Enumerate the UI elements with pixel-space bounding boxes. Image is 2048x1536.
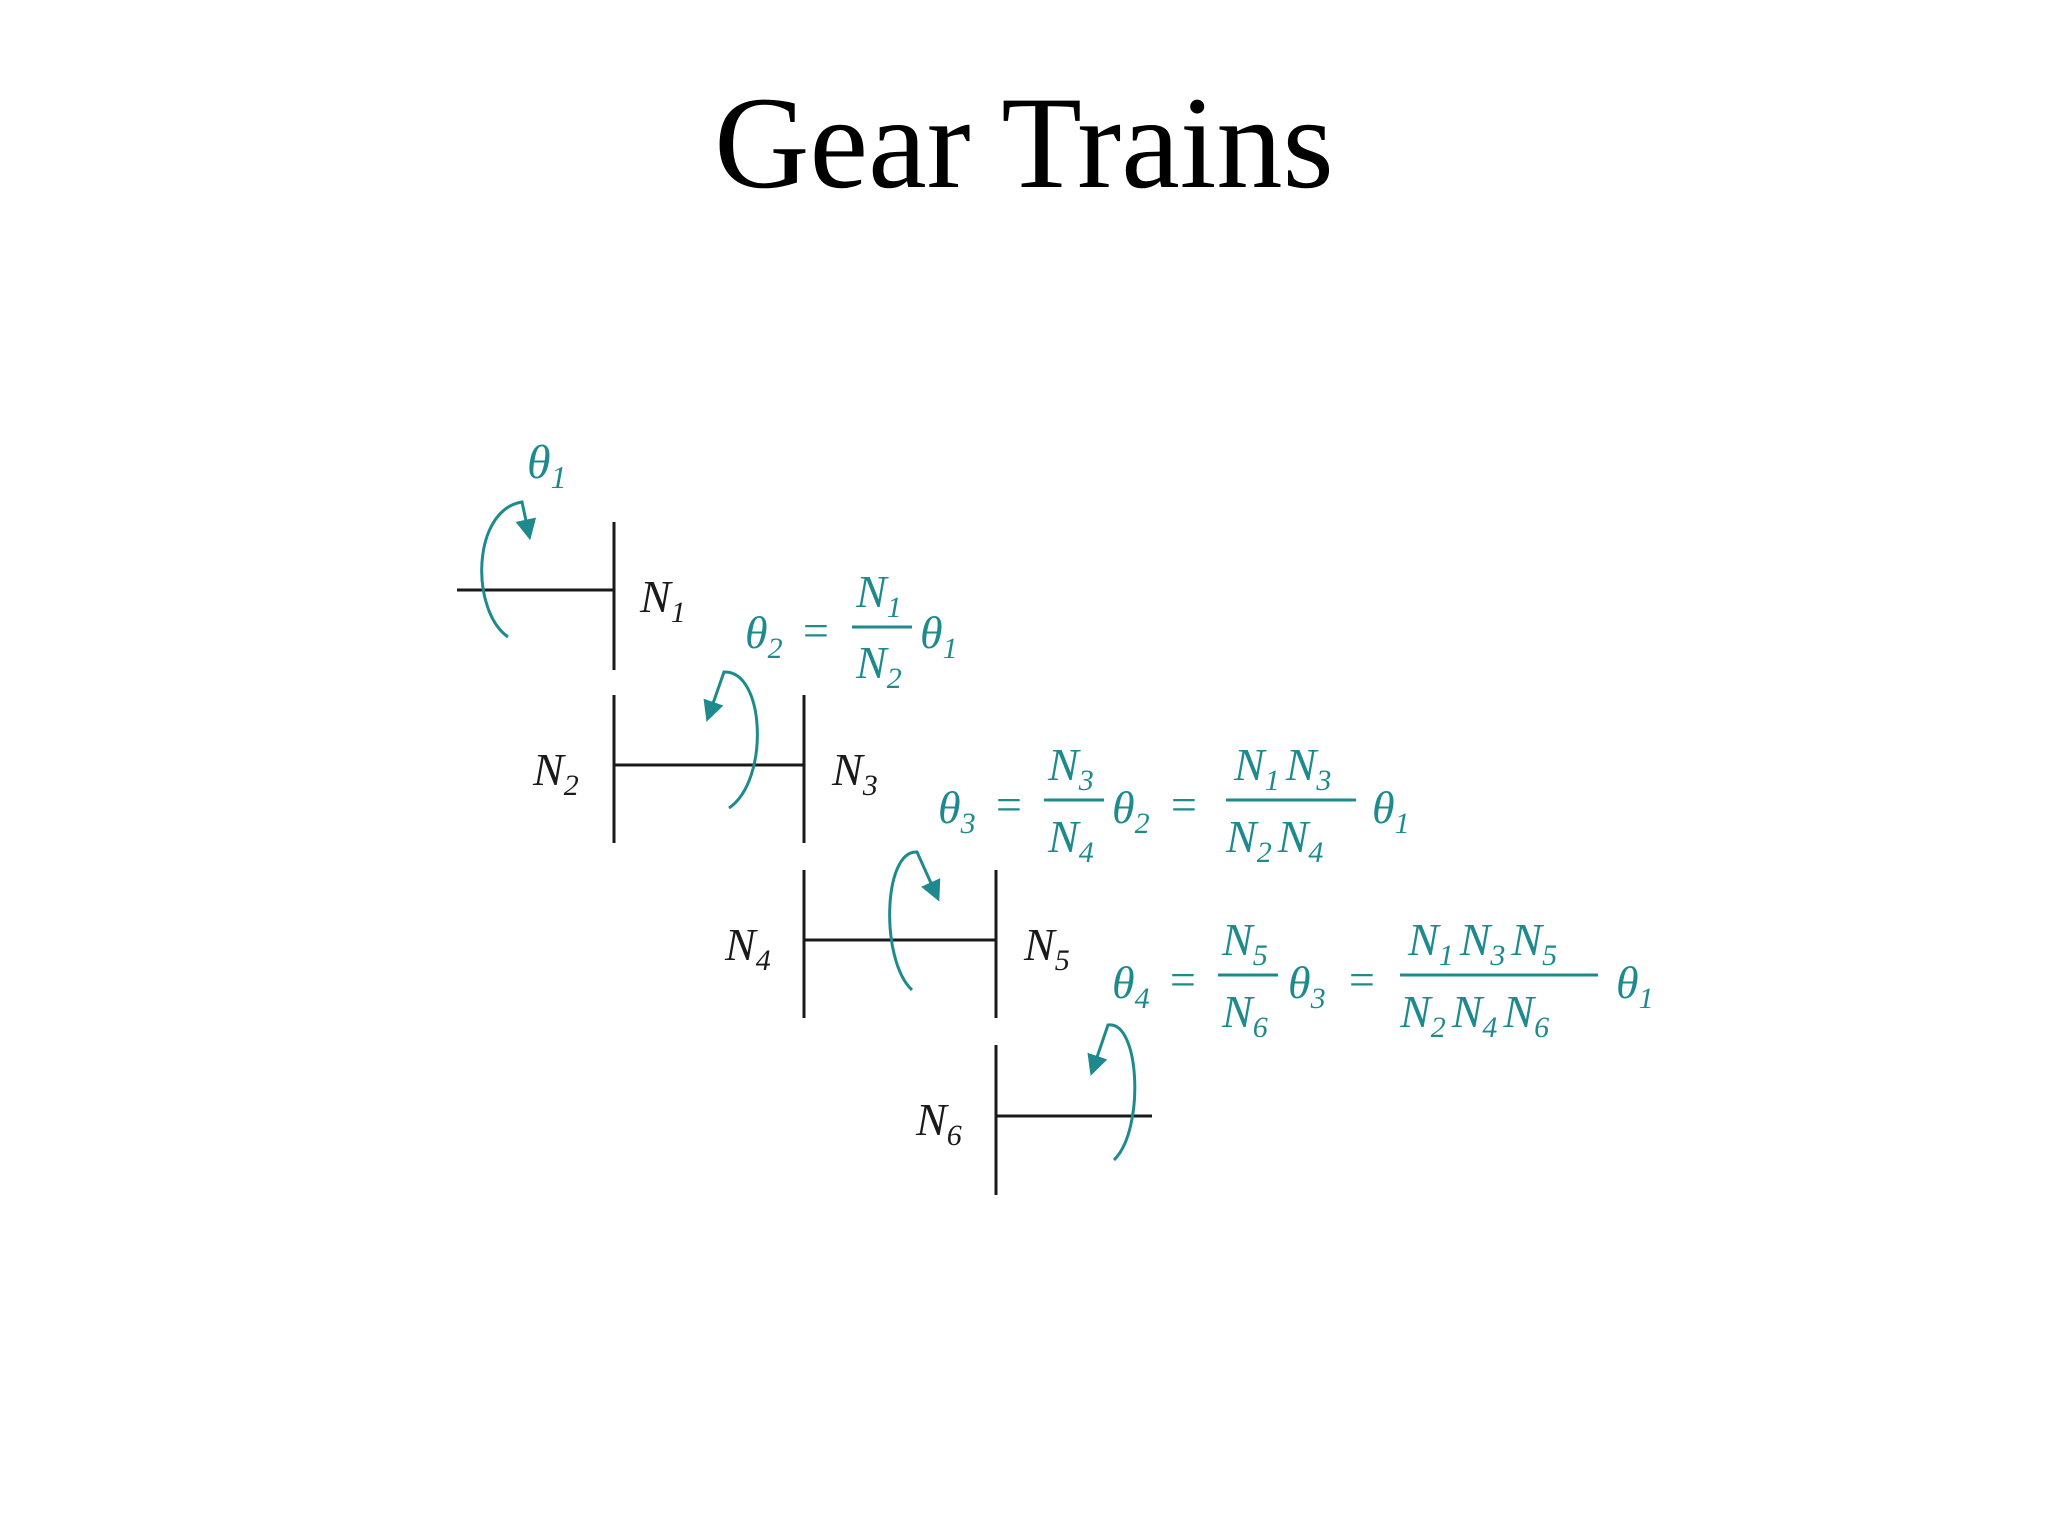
gear-lines <box>457 522 1152 1195</box>
svg-text:=: = <box>1168 779 1199 830</box>
svg-text:N4: N4 <box>1047 811 1094 869</box>
svg-text:N3: N3 <box>1047 739 1094 797</box>
svg-text:θ1: θ1 <box>920 607 958 665</box>
gear-n3-label: N3 <box>831 744 878 802</box>
rotation-arrow-1-icon <box>480 500 537 639</box>
gear-n4-label: N4 <box>724 919 771 977</box>
svg-text:=: = <box>993 779 1024 830</box>
svg-text:θ1: θ1 <box>1372 782 1410 840</box>
svg-text:=: = <box>800 605 831 656</box>
rotation-arrow-3-icon <box>888 850 941 992</box>
svg-text:θ4: θ4 <box>1112 957 1150 1015</box>
gear-n2-label: N2 <box>532 744 579 802</box>
theta-1-label: θ1 <box>527 436 567 495</box>
svg-text:=: = <box>1167 954 1198 1005</box>
gear-labels: N1 N2 N3 N4 N5 N6 <box>532 571 1070 1152</box>
svg-text:θ2: θ2 <box>1112 782 1150 840</box>
svg-text:=: = <box>1346 954 1377 1005</box>
svg-text:θ3: θ3 <box>938 782 976 840</box>
svg-text:N5: N5 <box>1221 914 1268 972</box>
rotation-arrows <box>480 500 1137 1162</box>
gear-n1-label: N1 <box>639 571 686 629</box>
equation-theta-2: θ2 = N1 N2 θ1 <box>745 566 958 695</box>
rotation-arrow-2-icon <box>703 670 759 810</box>
svg-text:N6: N6 <box>1221 986 1268 1044</box>
gear-n5-label: N5 <box>1023 919 1070 977</box>
svg-text:θ2: θ2 <box>745 607 783 665</box>
svg-text:θ3: θ3 <box>1288 957 1326 1015</box>
gear-n6-label: N6 <box>915 1094 962 1152</box>
svg-text:N2: N2 <box>855 637 902 695</box>
rotation-arrow-4-icon <box>1087 1023 1137 1162</box>
slide-title: Gear Trains <box>714 69 1334 216</box>
svg-text:θ1: θ1 <box>1616 957 1654 1015</box>
svg-text:N1: N1 <box>855 566 902 624</box>
